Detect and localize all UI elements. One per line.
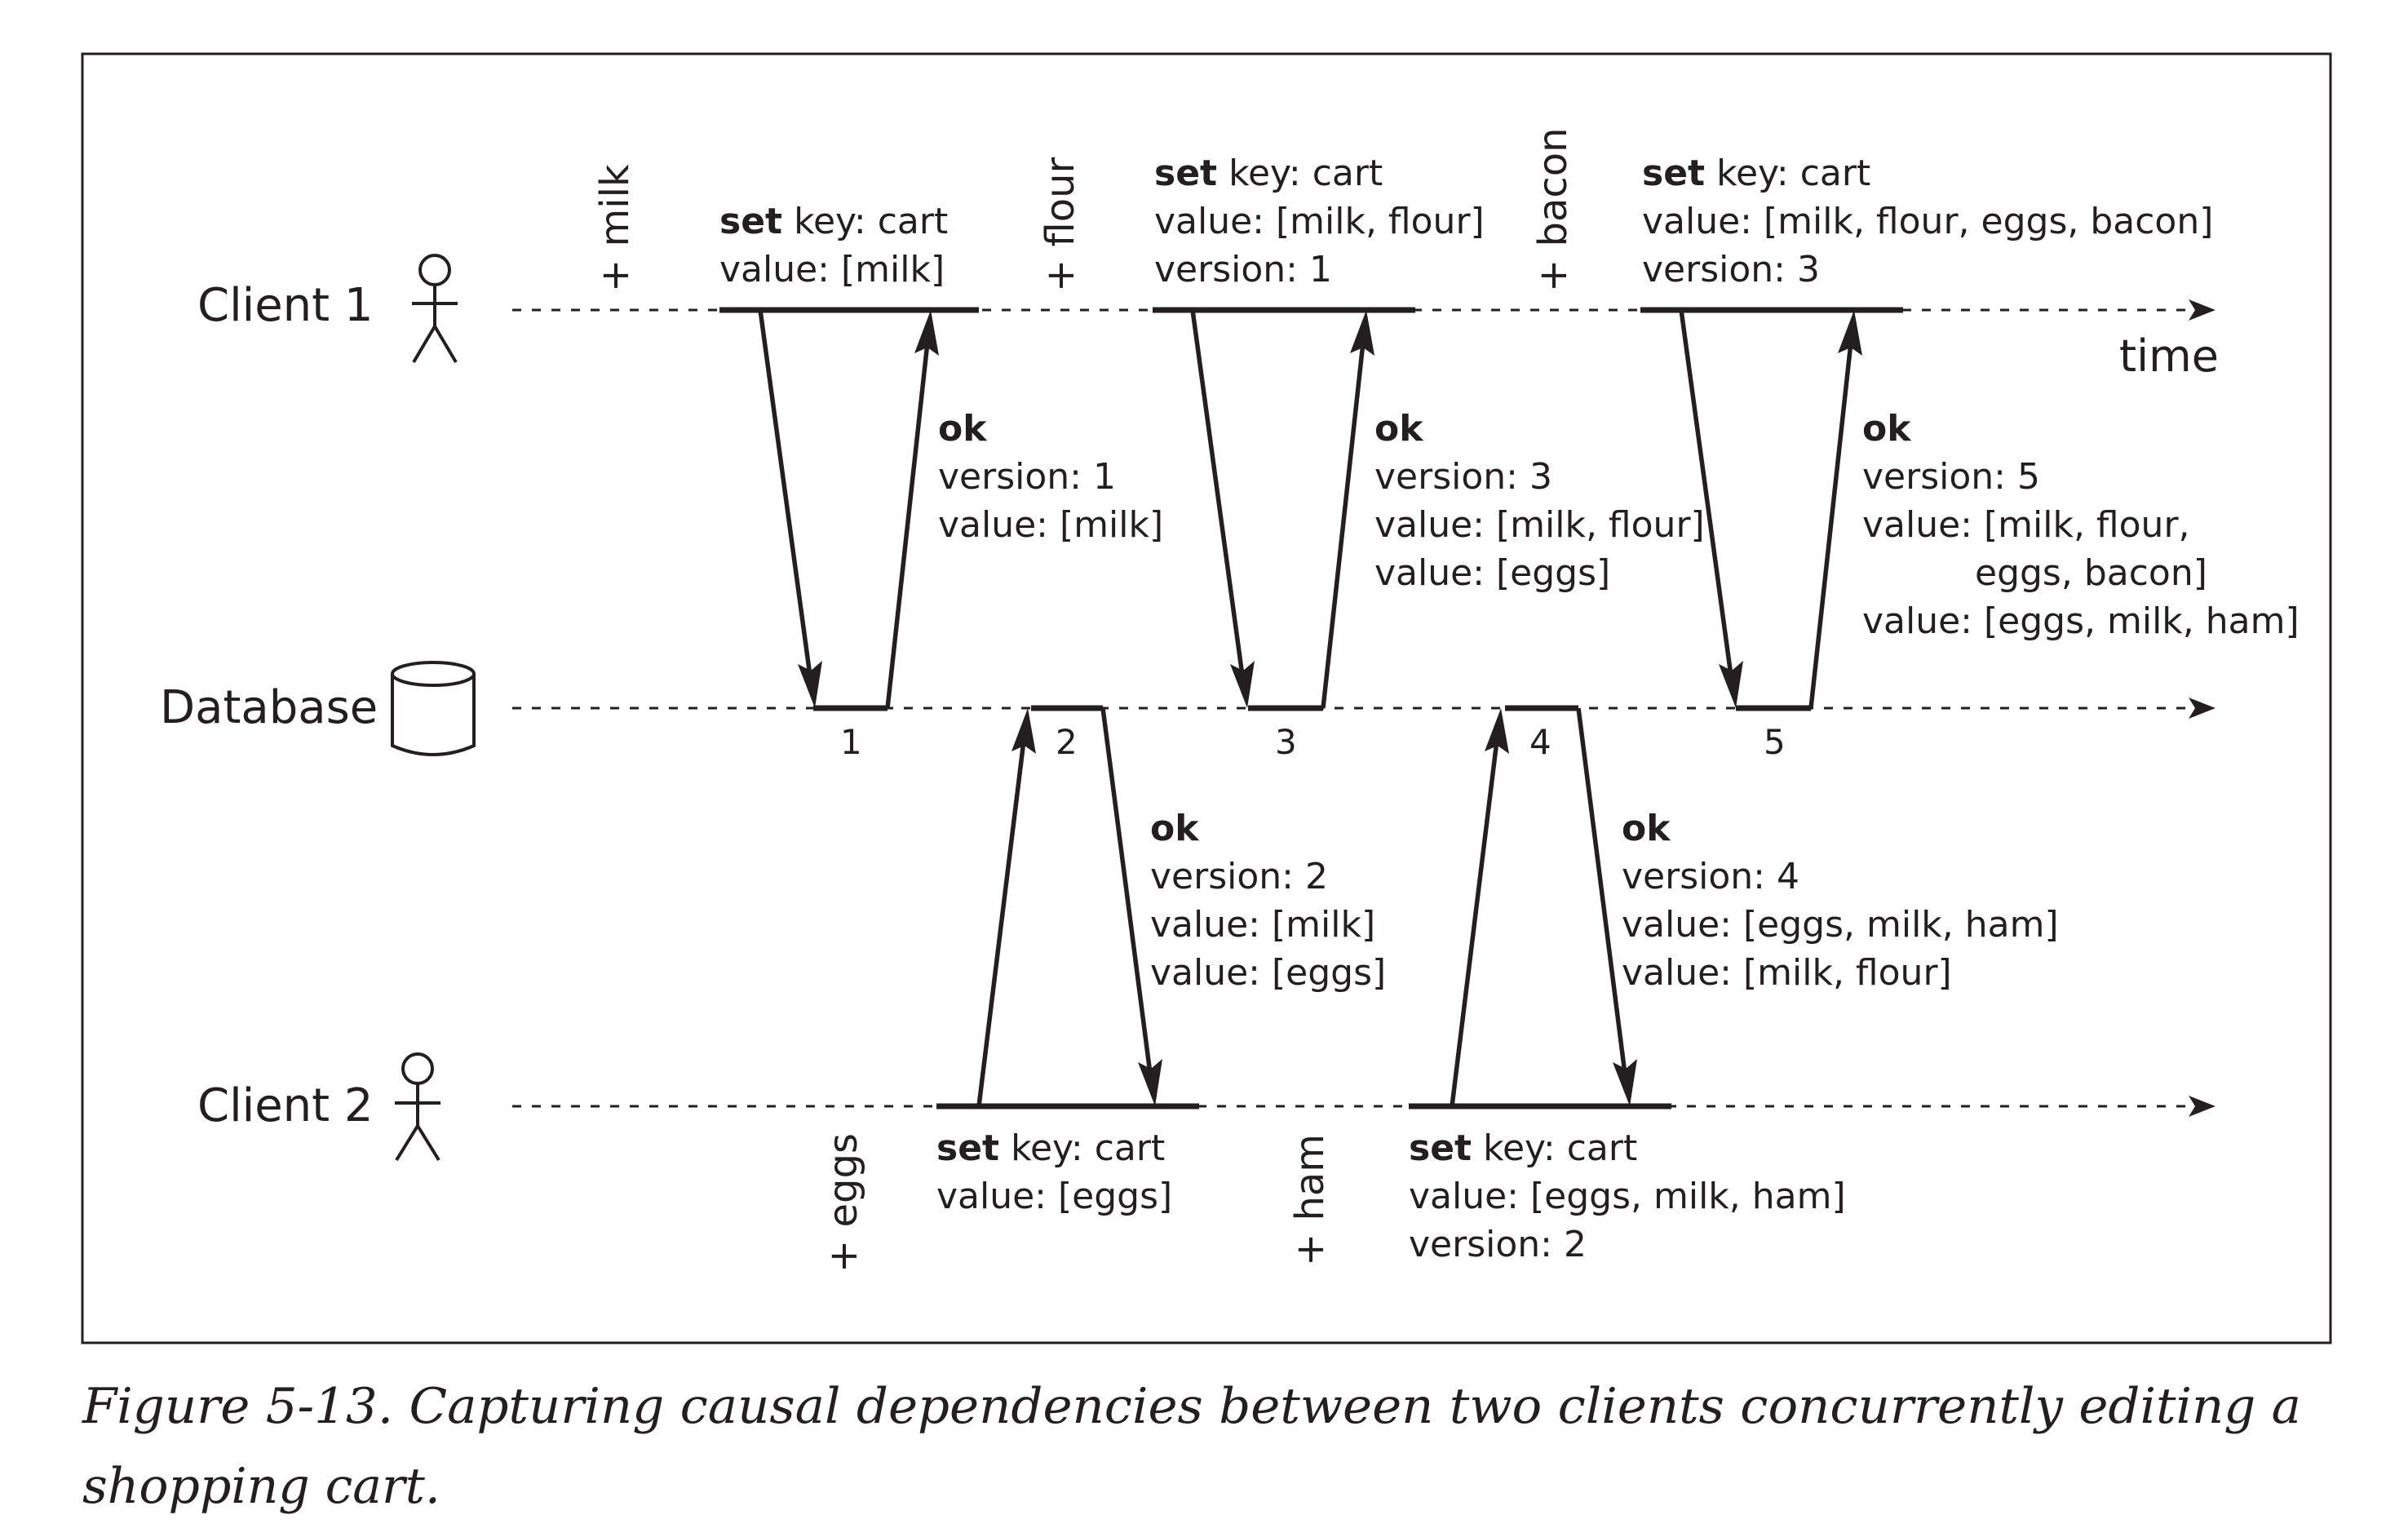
client2-person-icon: [395, 1052, 440, 1162]
figure-caption: Figure 5-13. Capturing causal dependenci…: [82, 1378, 2317, 1515]
request-label-c1-bacon: set key: cart value: [milk, flour, eggs,…: [1642, 153, 2224, 290]
arrow-c1-to-db-3: [1190, 309, 1255, 708]
response-line: version: 4: [1622, 856, 1799, 897]
response-line: eggs, bacon]: [1975, 552, 2207, 594]
request-line: version: 2: [1409, 1224, 1587, 1265]
response-line: value: [milk]: [938, 504, 1163, 546]
response-label-4: ok version: 4 value: [eggs, milk, ham] v…: [1622, 808, 2070, 994]
response-label-2: ok version: 2 value: [milk] value: [eggs…: [1150, 808, 1387, 994]
request-key: key: cart: [1705, 153, 1870, 194]
response-line: version: 5: [1862, 456, 2040, 498]
response-status: ok: [1622, 808, 1671, 849]
response-line: value: [milk, flour,: [1862, 504, 2190, 546]
request-label-c2-ham: set key: cart value: [eggs, milk, ham] v…: [1409, 1127, 1857, 1265]
request-keyword: set: [1409, 1127, 1472, 1169]
arrow-db-to-c2-2: [1100, 707, 1162, 1106]
request-label-c2-eggs: set key: cart value: [eggs]: [936, 1127, 1176, 1217]
action-add-bacon: + bacon: [1530, 127, 1576, 292]
request-keyword: set: [719, 201, 782, 242]
response-line: value: [eggs, milk, ham]: [1862, 600, 2300, 642]
response-line: value: [milk, flour]: [1622, 952, 1952, 994]
response-status: ok: [1150, 808, 1200, 849]
request-line: value: [eggs, milk, ham]: [1409, 1176, 1846, 1217]
action-add-flour: + flour: [1038, 157, 1083, 293]
arrow-db-to-c2-4: [1576, 707, 1637, 1106]
response-label-5: ok version: 5 value: [milk, flour, eggs,…: [1862, 408, 2300, 642]
response-line: value: [eggs, milk, ham]: [1622, 904, 2059, 946]
request-line: value: [milk]: [719, 249, 945, 290]
request-label-c1-flour: set key: cart value: [milk, flour] versi…: [1154, 153, 1496, 290]
database-cylinder-icon: [391, 661, 476, 756]
response-line: version: 3: [1374, 456, 1552, 498]
client1-person-icon: [412, 254, 458, 364]
response-label-1: ok version: 1 value: [milk]: [938, 408, 1163, 546]
version-number-2: 2: [1056, 722, 1078, 762]
client1-timeline-arrowhead: [2189, 299, 2215, 321]
database-label: Database: [160, 681, 378, 734]
response-status: ok: [1374, 408, 1424, 450]
action-add-eggs: + eggs: [821, 1133, 866, 1273]
arrow-db-to-c1-1: [885, 310, 939, 709]
response-line: value: [eggs]: [1150, 952, 1386, 994]
response-status: ok: [938, 408, 988, 450]
arrow-c2-to-db-2: [976, 708, 1036, 1107]
response-line: version: 1: [938, 456, 1116, 498]
request-key: key: cart: [782, 201, 948, 242]
request-key: key: cart: [1472, 1127, 1637, 1169]
response-label-3: ok version: 3 value: [milk, flour] value…: [1374, 408, 1716, 594]
request-key: key: cart: [1217, 153, 1383, 194]
time-label: time: [2119, 330, 2219, 382]
database-timeline-arrowhead: [2189, 698, 2215, 719]
response-status: ok: [1862, 408, 1912, 450]
client2-timeline-arrowhead: [2189, 1096, 2215, 1117]
request-keyword: set: [1154, 153, 1217, 194]
action-add-milk: + milk: [592, 164, 638, 292]
request-key: key: cart: [999, 1127, 1165, 1169]
request-line: value: [eggs]: [936, 1176, 1172, 1217]
caption-line-2: shopping cart.: [82, 1458, 440, 1515]
request-line: version: 1: [1154, 249, 1332, 290]
request-keyword: set: [936, 1127, 999, 1169]
arrow-c1-to-db-5: [1679, 309, 1743, 708]
arrow-c1-to-db-1: [758, 309, 822, 708]
arrow-db-to-c1-3: [1321, 310, 1374, 709]
figure-frame: [81, 52, 2332, 1344]
response-line: value: [milk, flour]: [1374, 504, 1705, 546]
arrow-c2-to-db-4: [1450, 708, 1509, 1107]
response-line: value: [milk]: [1150, 904, 1375, 946]
client1-label: Client 1: [197, 279, 374, 332]
request-label-c1-milk: set key: cart value: [milk]: [719, 201, 959, 290]
arrow-db-to-c1-5: [1808, 310, 1862, 709]
client2-label: Client 2: [197, 1079, 374, 1132]
action-add-ham: + ham: [1287, 1134, 1333, 1266]
response-line: version: 2: [1150, 856, 1328, 897]
version-number-3: 3: [1275, 722, 1297, 762]
version-number-4: 4: [1529, 722, 1551, 762]
request-line: value: [milk, flour]: [1154, 201, 1485, 242]
caption-line-1: Figure 5-13. Capturing causal dependenci…: [82, 1378, 2301, 1435]
request-line: value: [milk, flour, eggs, bacon]: [1642, 201, 2213, 242]
request-keyword: set: [1642, 153, 1705, 194]
version-number-5: 5: [1764, 722, 1786, 762]
response-line: value: [eggs]: [1374, 552, 1610, 594]
request-line: version: 3: [1642, 249, 1820, 290]
version-number-1: 1: [840, 722, 862, 762]
